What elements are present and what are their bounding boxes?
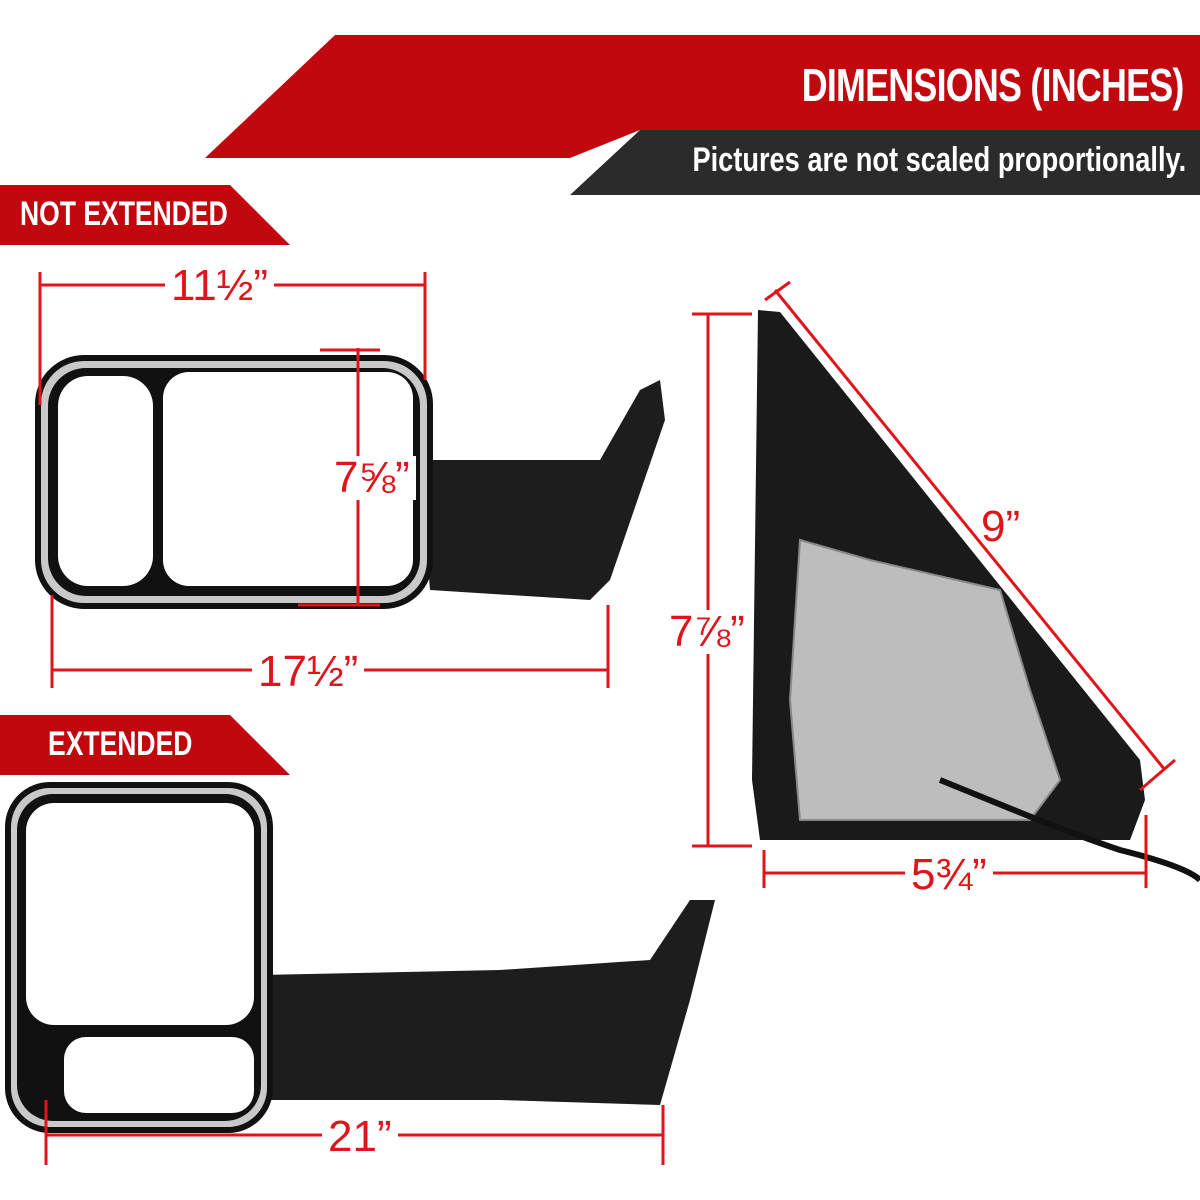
page-title: DIMENSIONS (INCHES) (802, 59, 1185, 111)
side-height-label: 7⅞” (663, 610, 751, 654)
title-banner (205, 35, 1200, 158)
not-extended-label: NOT EXTENDED (20, 195, 228, 233)
not-extended-tab (0, 185, 290, 245)
overall-width-extended-label: 21” (322, 1115, 398, 1159)
overall-width-not-extended-label: 17½” (252, 650, 365, 694)
mirror-not-extended (35, 355, 665, 609)
page-subtitle: Pictures are not scaled proportionally. (692, 141, 1186, 179)
mirror-side-view (752, 310, 1200, 883)
extended-tab (0, 715, 290, 775)
side-depth-label: 5¾” (905, 853, 993, 897)
subtitle-band (570, 130, 1200, 195)
glass-width-label: 11½” (165, 264, 275, 308)
dimension-lines (38, 272, 1176, 1165)
diagonal-label: 9” (981, 502, 1021, 551)
glass-height-label: 7⅝” (328, 456, 416, 500)
mirror-extended (5, 782, 715, 1133)
extended-label: EXTENDED (48, 725, 193, 763)
